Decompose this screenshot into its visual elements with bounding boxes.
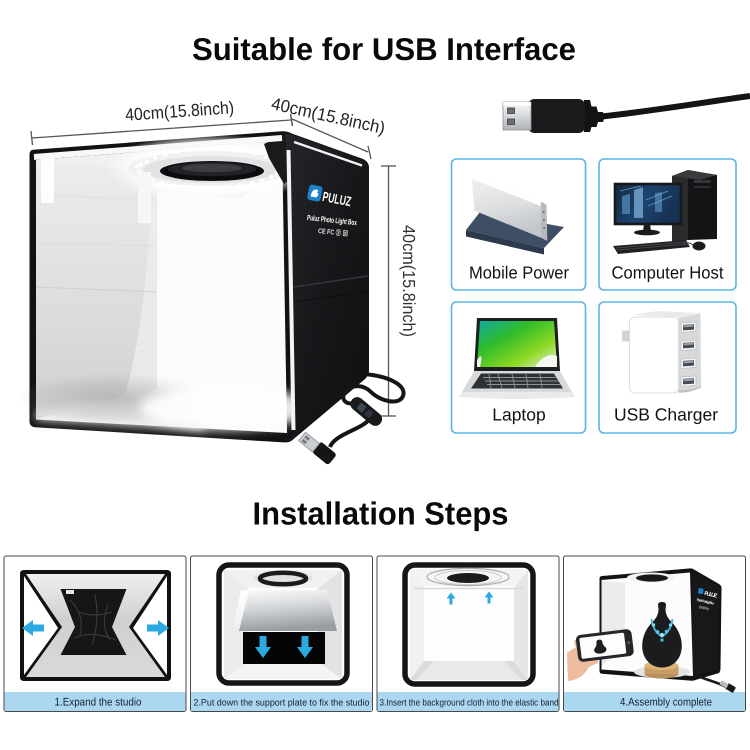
svg-text:Mobile Power: Mobile Power [469, 263, 569, 283]
svg-text:1.Expand the studio: 1.Expand the studio [55, 697, 142, 709]
svg-text:USB Charger: USB Charger [614, 405, 718, 425]
svg-text:Installation Steps: Installation Steps [253, 496, 509, 532]
svg-text:全地球 4 1: 全地球 4 1 [698, 605, 710, 611]
svg-text:Suitable for USB Interface: Suitable for USB Interface [192, 31, 576, 67]
svg-text:4.Assembly complete: 4.Assembly complete [620, 697, 712, 709]
svg-text:Laptop: Laptop [492, 405, 546, 425]
svg-text:PULUZ: PULUZ [321, 189, 352, 209]
svg-text:Puluz Photo Light Box: Puluz Photo Light Box [696, 598, 715, 606]
svg-text:40cm(15.8inch): 40cm(15.8inch) [399, 225, 419, 337]
svg-text:2.Put down the support plate t: 2.Put down the support plate to fix the … [194, 698, 370, 708]
svg-text:PULUZ: PULUZ [704, 591, 719, 600]
svg-text:3.Insert the background cloth: 3.Insert the background cloth into the e… [380, 698, 559, 708]
svg-text:Computer Host: Computer Host [612, 263, 724, 283]
